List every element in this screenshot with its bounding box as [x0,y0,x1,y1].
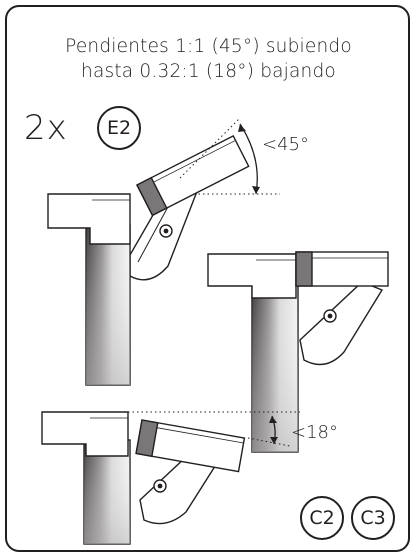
part-badge-c2: C2 [300,496,344,540]
pivot-bolt-center [327,313,333,319]
slope-caption: Pendientes 1:1 (45°) subiendo hasta 0.32… [0,34,417,84]
slope-caption-line-1: Pendientes 1:1 (45°) subiendo [65,36,352,57]
pivot-bolt-center [163,228,169,234]
rail-inclined [136,135,250,217]
pivot-bolt-center [157,483,163,489]
assembly-level [207,251,389,453]
arc-arrow-bottom [252,186,260,194]
arc-arrow-top [269,416,277,423]
diagram-frame [5,5,410,552]
slope-caption-line-2: hasta 0.32:1 (18°) bajando [81,61,336,82]
arc-arrow-bottom [270,437,278,444]
rail-end-cap [136,176,168,217]
part-badge-e2: E2 [97,106,141,150]
angle-label-down: <18° [291,422,338,443]
angle-label-up: <45° [262,134,309,155]
post-shade [86,225,130,385]
rail-edge [156,427,244,444]
post-cap [207,253,297,299]
hinge-plate [299,281,384,366]
rail-end-cap [135,419,159,458]
part-badge-c3: C3 [351,496,395,540]
post-shade [252,284,298,452]
post-shade [84,440,130,544]
rail-edge [153,140,236,183]
quantity-label: 2x [24,108,68,148]
rail-declined [135,419,246,473]
assembly-down-18 [41,411,300,545]
arc-arrow-top [238,124,246,132]
post-cap [47,193,131,245]
assembly-up-45 [47,117,280,386]
rail-end-cap [295,251,313,287]
incline-reference [179,117,241,179]
